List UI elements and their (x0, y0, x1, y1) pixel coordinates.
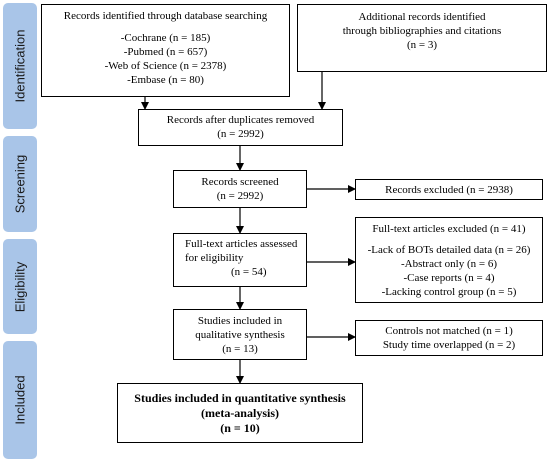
database-item: -Embase (n = 80) (127, 74, 204, 86)
database-item: -Pubmed (n = 657) (123, 46, 208, 58)
stage-screening: Screening (3, 136, 37, 232)
box-records-screened: Records screened (n = 2992) (173, 170, 307, 208)
fulltext-excluded-title: Full-text articles excluded (n = 41) (372, 223, 526, 235)
qualitative-excluded-line: Controls not matched (n = 1) (385, 325, 513, 337)
box-additional-records: Additional records identified through bi… (297, 4, 547, 72)
screened-line: Records screened (201, 176, 279, 188)
records-excluded-line: Records excluded (n = 2938) (385, 184, 513, 196)
database-item: -Web of Science (n = 2378) (104, 60, 227, 72)
screened-line: (n = 2992) (216, 190, 264, 202)
stage-identification: Identification (3, 3, 37, 129)
qualitative-line: Studies included in (197, 315, 283, 327)
stage-eligibility: Eligibility (3, 239, 37, 334)
additional-line: (n = 3) (406, 39, 438, 51)
box-quantitative-synthesis: Studies included in quantitative synthes… (117, 383, 363, 443)
fulltext-line: for eligibility (185, 252, 244, 264)
box-qualitative-excluded: Controls not matched (n = 1) Study time … (355, 320, 543, 356)
fulltext-excluded-item: -Lacking control group (n = 5) (381, 286, 517, 298)
box-duplicates-removed: Records after duplicates removed (n = 29… (138, 109, 343, 146)
database-title: Records identified through database sear… (63, 10, 268, 22)
quantitative-line: Studies included in quantitative synthes… (134, 391, 346, 405)
quantitative-line: (n = 10) (220, 421, 260, 435)
qualitative-line: (n = 13) (222, 343, 258, 355)
box-fulltext-assessed: Full-text articles assessed for eligibil… (173, 233, 307, 287)
duplicates-line: (n = 2992) (217, 128, 264, 140)
qualitative-line: qualitative synthesis (195, 329, 285, 341)
fulltext-excluded-item: -Lack of BOTs detailed data (n = 26) (367, 244, 531, 256)
quantitative-line: (meta-analysis) (201, 406, 279, 420)
database-list: -Cochrane (n = 185) -Pubmed (n = 657) -W… (42, 31, 289, 87)
box-database-searching: Records identified through database sear… (41, 4, 290, 97)
fulltext-excluded-item: -Abstract only (n = 6) (400, 258, 497, 270)
fulltext-excluded-item: -Case reports (n = 4) (403, 272, 495, 284)
box-qualitative-synthesis: Studies included in qualitative synthesi… (173, 309, 307, 360)
fulltext-line: (n = 54) (231, 266, 267, 278)
additional-line: Additional records identified (358, 11, 486, 23)
fulltext-excluded-list: -Lack of BOTs detailed data (n = 26) -Ab… (356, 243, 542, 299)
box-fulltext-excluded: Full-text articles excluded (n = 41) -La… (355, 217, 543, 303)
box-records-excluded: Records excluded (n = 2938) (355, 179, 543, 200)
qualitative-excluded-line: Study time overlapped (n = 2) (382, 339, 516, 351)
duplicates-line: Records after duplicates removed (166, 114, 315, 126)
fulltext-line: Full-text articles assessed (185, 238, 298, 250)
stage-included: Included (3, 341, 37, 459)
additional-line: through bibliographies and citations (342, 25, 502, 37)
database-item: -Cochrane (n = 185) (120, 32, 211, 44)
